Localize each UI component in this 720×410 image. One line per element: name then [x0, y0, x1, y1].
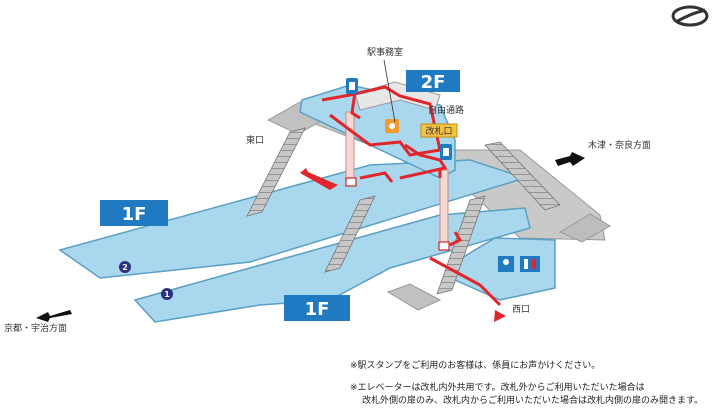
note-elevator-line1: ※エレベーターは改札内外共用です。改札外からご利用いただいた場合は	[350, 383, 645, 393]
to-kizu-nara-label: 木津・奈良方面	[588, 139, 651, 151]
note-stamp: ※駅スタンプをご利用のお客様は、係員にお声かけください。	[350, 361, 601, 371]
concourse-structure	[386, 283, 442, 311]
floor-label-1f-upper-text: 1F	[122, 204, 147, 225]
concourse-structure	[558, 213, 611, 243]
west-exit-label: 西口	[512, 304, 530, 315]
restroom-icon	[520, 256, 540, 272]
free-passage-label: 自由通路	[428, 104, 464, 116]
escalator-icon	[346, 78, 358, 94]
stairs-east	[246, 127, 306, 217]
floor-label-1f-lower	[284, 295, 350, 321]
floor-label-1f-lower-text: 1F	[305, 299, 330, 320]
floor-label-2f-text: 2F	[421, 72, 446, 93]
stairs-west	[484, 141, 561, 211]
east-exit-label: 東口	[246, 134, 264, 146]
elevator-icon	[438, 241, 450, 251]
direction-arrow-icon	[36, 152, 585, 322]
elevator-icon	[345, 177, 357, 187]
ticket-gate-badge	[420, 123, 458, 138]
floor-label-1f-upper	[100, 200, 168, 226]
station-office-leader	[383, 59, 396, 123]
note-elevator-line2: 改札外側の扉のみ、改札内からご利用いただいた場合は改札内側の扉のみ開きます。	[362, 396, 704, 406]
station-office-label: 駅事務室	[367, 46, 403, 58]
stairs-upper-platform	[324, 195, 376, 273]
direction-arrow-icon	[300, 168, 506, 322]
to-kyoto-uji-label: 京都・宇治方面	[4, 322, 67, 334]
track-2-marker	[119, 261, 131, 273]
ticket-gate-label: 改札口	[425, 125, 452, 137]
track-1-label: 1	[164, 290, 170, 299]
accessible-toilet-icon	[498, 256, 514, 272]
track-1-marker	[161, 288, 173, 300]
jr-logo-icon	[671, 5, 709, 27]
escalator-icon	[440, 144, 452, 160]
floor-label-2f	[406, 70, 460, 92]
track-2-label: 2	[122, 263, 128, 272]
elevator-shaft	[345, 111, 355, 183]
stamp-icon	[385, 119, 399, 133]
elevator-shaft	[439, 169, 449, 246]
